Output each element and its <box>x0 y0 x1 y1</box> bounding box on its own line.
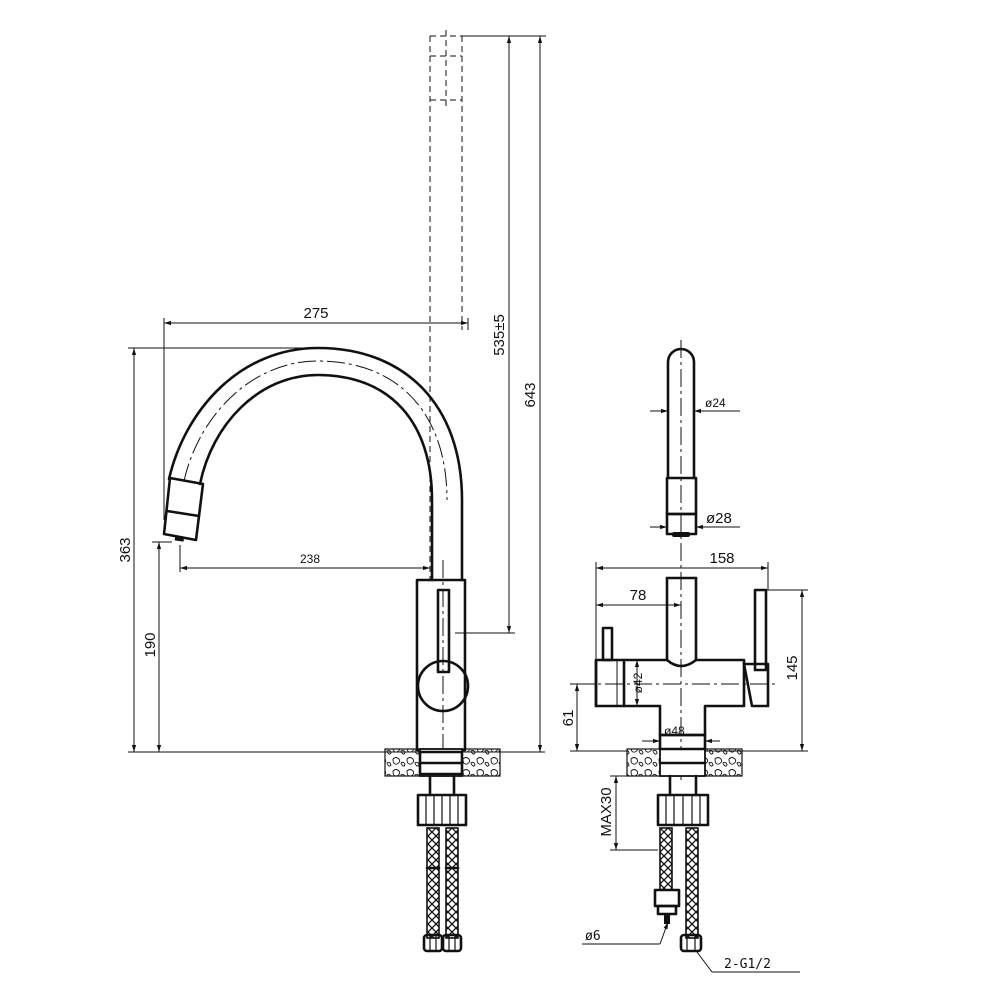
pullout-hose <box>429 30 463 580</box>
dim-max30-label: MAX30 <box>598 787 615 836</box>
side-mounting-nut <box>416 774 468 827</box>
dim-dia42-label: ø42 <box>631 672 645 693</box>
dim-275: 275 <box>163 305 469 520</box>
dim-78-label: 78 <box>630 587 647 604</box>
dim-363: 363 <box>117 347 545 753</box>
dim-158-label: 158 <box>709 550 734 567</box>
front-countertop <box>626 733 743 777</box>
dim-190: 190 <box>142 541 172 752</box>
dim-78: 78 <box>596 587 681 608</box>
hose-dia-label: ø6 <box>585 929 601 944</box>
dim-dia28-label: ø28 <box>706 510 732 527</box>
front-spout <box>665 340 698 780</box>
front-view: ø24 ø28 158 78 145 ø42 <box>560 340 808 973</box>
dim-535: 535±5 <box>455 35 515 634</box>
side-supply-hoses <box>422 827 463 953</box>
side-view: 275 238 363 190 535±5 643 <box>117 30 546 953</box>
dim-643-label: 643 <box>522 382 539 407</box>
dim-dia24: ø24 <box>650 396 740 414</box>
dim-238-label: 238 <box>300 552 320 566</box>
thread-callout: 2-G1/2 <box>696 951 800 973</box>
dim-145-label: 145 <box>784 655 801 680</box>
thread-label: 2-G1/2 <box>724 957 771 972</box>
front-supply-hoses <box>653 827 703 953</box>
dim-363-label: 363 <box>117 537 134 562</box>
dim-dia42: ø42 <box>631 660 645 706</box>
hose-dia-callout: ø6 <box>582 921 669 945</box>
side-body <box>415 560 470 760</box>
dim-643: 643 <box>505 35 546 752</box>
spray-head <box>162 476 205 542</box>
dim-61-label: 61 <box>560 710 577 727</box>
dim-dia48: ø48 <box>642 724 720 744</box>
dim-max30: MAX30 <box>598 775 658 851</box>
dim-61: 61 <box>560 683 627 752</box>
dim-dia28: ø28 <box>650 510 740 530</box>
dim-535-label: 535±5 <box>491 314 508 356</box>
dim-dia48-label: ø48 <box>664 724 685 738</box>
dim-275-label: 275 <box>303 305 328 322</box>
dim-238: 238 <box>179 545 430 572</box>
dim-145: 145 <box>705 589 808 752</box>
dim-190-label: 190 <box>142 632 159 657</box>
front-mounting-nut <box>656 774 710 827</box>
dim-158: 158 <box>595 550 769 660</box>
front-body <box>576 576 775 737</box>
spout-arc <box>167 346 464 582</box>
side-countertop <box>384 748 501 777</box>
dim-dia24-label: ø24 <box>705 396 726 410</box>
